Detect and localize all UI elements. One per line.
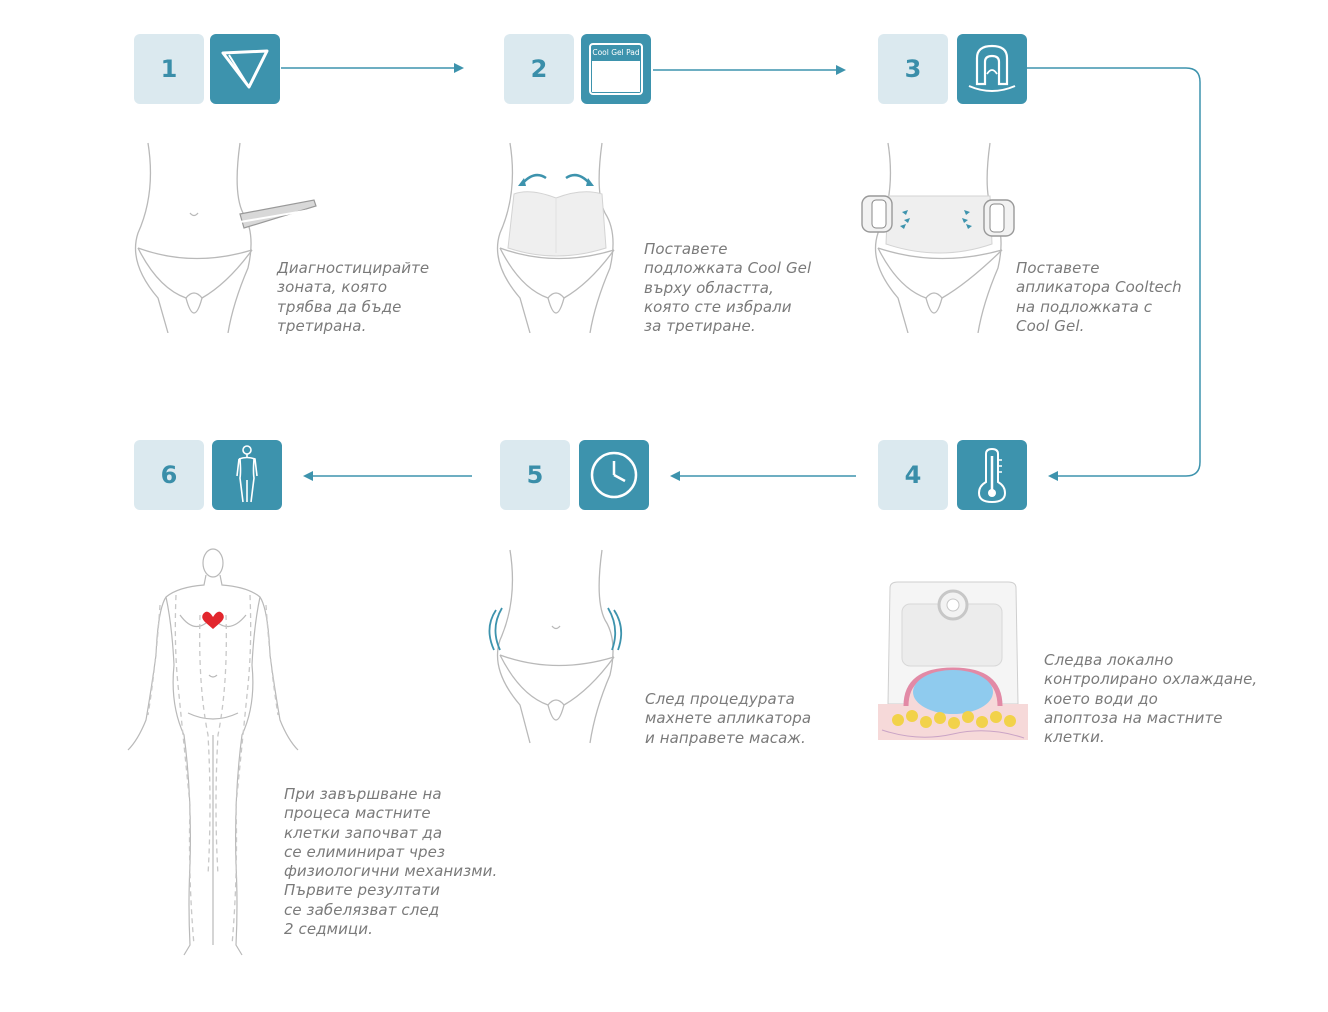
step-6-body-illustration: [127, 548, 299, 956]
step-2-number: 2: [504, 34, 574, 104]
pad-label: Cool Gel Pad: [592, 48, 640, 57]
caliper-icon: [221, 49, 269, 89]
step-4-cooling-illustration: [878, 581, 1028, 740]
step-1-icon-box: [210, 34, 280, 104]
step-3-description: Поставете апликатора Cooltech на подложк…: [1016, 259, 1182, 335]
step-4-description: Следва локално контролирано охлаждане, к…: [1044, 651, 1258, 747]
applicator-icon: [968, 44, 1016, 92]
step-4-number: 4: [878, 440, 948, 510]
step-1-torso-illustration: [134, 142, 317, 333]
step-3-icon-box: [957, 34, 1027, 104]
step-6-description: При завършване на процеса мастните клетк…: [284, 785, 498, 939]
thermometer-icon: [977, 447, 1007, 504]
step-2-description: Поставете подложката Cool Gel върху обла…: [644, 240, 812, 336]
step-5-number: 5: [500, 440, 570, 510]
step-3-number: 3: [878, 34, 948, 104]
heart-icon: [202, 611, 224, 629]
step-5-description: След процедурата махнете апликатора и на…: [645, 690, 812, 747]
step-5-icon-box: [579, 440, 649, 510]
step-4-icon-box: [957, 440, 1027, 510]
step-1-description: Диагностицирайте зоната, която трябва да…: [277, 259, 430, 335]
step-6-icon-box: [212, 440, 282, 510]
step-3-torso-illustration: [861, 142, 1015, 333]
step-1-number: 1: [134, 34, 204, 104]
cool-gel-pad-icon: Cool Gel Pad: [589, 43, 643, 95]
step-6-number: 6: [134, 440, 204, 510]
step-5-torso-illustration: [488, 549, 623, 744]
clock-icon: [590, 451, 638, 499]
step-2-icon-box: Cool Gel Pad: [581, 34, 651, 104]
step-2-torso-illustration: [496, 142, 615, 333]
arrow-3-to-4: [1027, 67, 1201, 481]
human-body-icon: [236, 445, 258, 503]
